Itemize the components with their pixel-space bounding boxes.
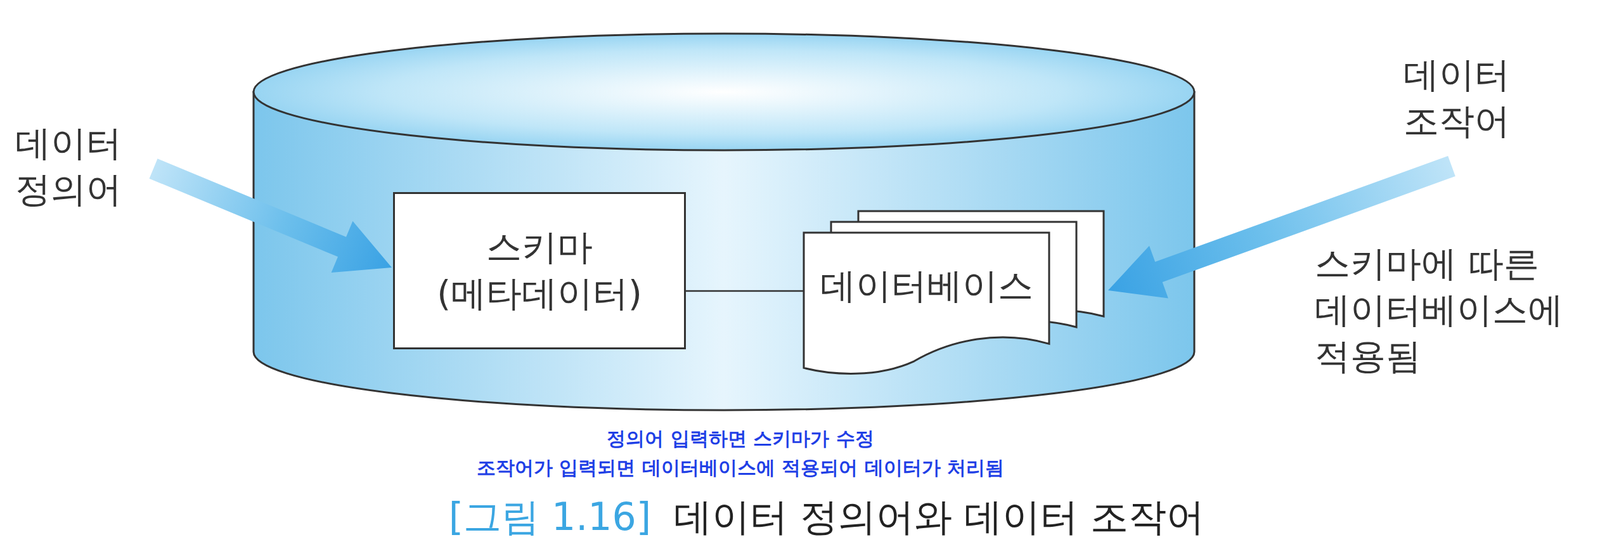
blue-note: 정의어 입력하면 스키마가 수정 [0,425,1481,451]
cylinder-top [253,33,1195,151]
document-stack: 데이터베이스 [803,232,1050,376]
schema-label: 스키마 (메타데이터) [412,224,667,317]
dml-note: 스키마에 따른 데이터베이스에 적용됨 [1314,240,1594,380]
caption-row: [그림 1.16] 데이터 정의어와 데이터 조작어 [63,495,1590,538]
database-label: 데이터베이스 [820,263,1034,376]
blue-note: 조작어가 입력되면 데이터베이스에 적용되어 데이터가 처리됨 [0,455,1481,480]
dml-label: 데이터 조작어 [1403,51,1537,145]
input-arrows [149,155,1456,299]
connector [685,290,804,293]
caption: 데이터 정의어와 데이터 조작어 [673,495,1205,538]
figure-number: [그림 1.16] [448,495,652,538]
input-arrow [149,158,393,273]
ddl-label: 데이터 정의어 [15,120,149,213]
schema-box: 스키마 (메타데이터) [393,192,686,350]
